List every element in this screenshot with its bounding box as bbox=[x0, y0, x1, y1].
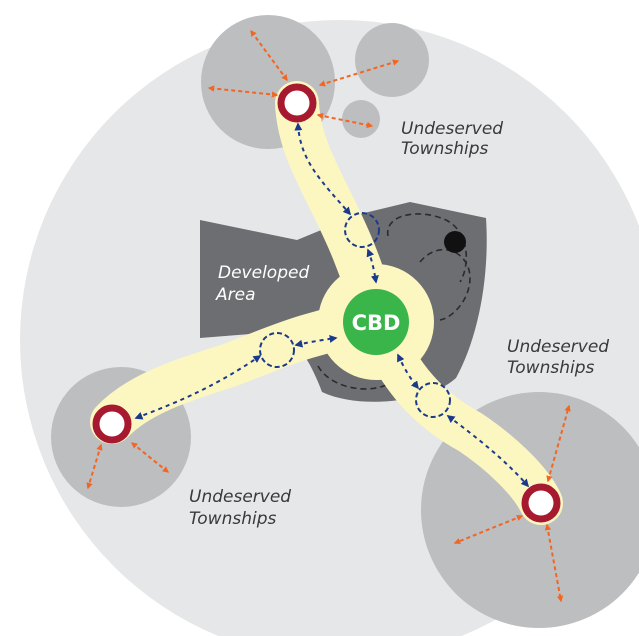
label-developed-1: Developed bbox=[218, 263, 309, 283]
station-west bbox=[259, 332, 295, 368]
cbd-label: CBD bbox=[352, 311, 401, 335]
label-township-left-1: Undeserved bbox=[189, 487, 291, 507]
local-arrows bbox=[86, 29, 571, 603]
corridor-arrow-cbd-to-station-se bbox=[397, 353, 419, 390]
local-arrow bbox=[453, 514, 524, 545]
label-township-right-1: Undeserved bbox=[507, 337, 609, 357]
hub-node-right bbox=[521, 483, 561, 523]
stations bbox=[259, 212, 451, 418]
hub-node-left bbox=[92, 404, 132, 444]
corridor-arrow-station-to-cbd-west bbox=[294, 334, 338, 348]
hub-node-top bbox=[277, 83, 317, 123]
hub-nodes bbox=[92, 83, 561, 523]
label-township-right-2: Townships bbox=[507, 358, 595, 378]
label-township-top-1: Undeserved bbox=[401, 119, 503, 139]
label-developed-2: Area bbox=[215, 285, 256, 305]
developed-area-dashed-paths bbox=[317, 213, 471, 390]
station-southeast bbox=[415, 382, 451, 418]
cbd-node: CBD bbox=[343, 289, 409, 355]
dark-dot-marker bbox=[444, 231, 466, 253]
local-arrow bbox=[544, 523, 564, 603]
local-arrow bbox=[86, 443, 103, 490]
local-arrow bbox=[316, 112, 374, 129]
diagram-labels: Undeserved Townships Developed Area Unde… bbox=[189, 119, 609, 529]
local-arrow bbox=[250, 29, 288, 82]
township-circle-top-right bbox=[355, 23, 429, 97]
corridor-arrows bbox=[134, 122, 530, 488]
label-township-left-2: Townships bbox=[189, 509, 277, 529]
corridor-arrow-top-to-station bbox=[294, 122, 352, 216]
corridor-arrow-station-to-cbd bbox=[366, 248, 379, 284]
station-north bbox=[344, 212, 380, 248]
local-arrow bbox=[546, 404, 571, 483]
local-arrow bbox=[131, 442, 169, 473]
township-circle-top-small bbox=[342, 100, 380, 138]
local-arrow bbox=[207, 85, 279, 98]
label-township-top-2: Townships bbox=[401, 139, 489, 159]
